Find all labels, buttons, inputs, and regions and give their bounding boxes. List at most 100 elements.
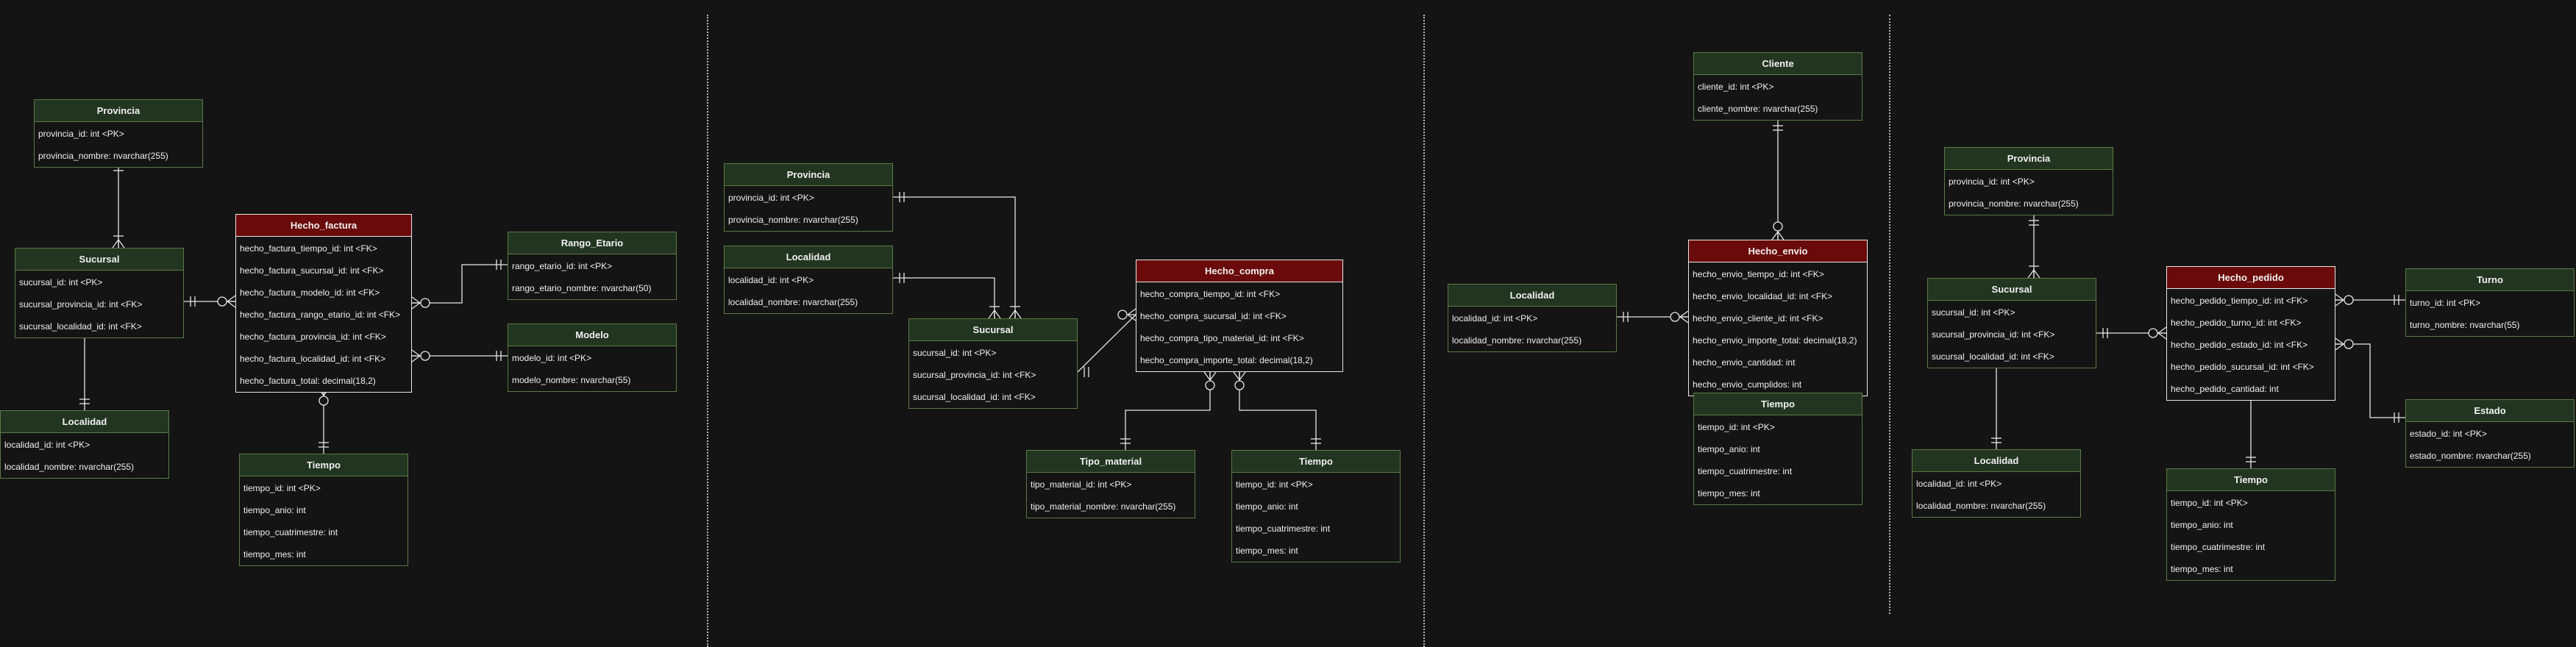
crows-foot-marker — [1771, 231, 1779, 240]
entity-field: estado_nombre: nvarchar(255) — [2410, 451, 2531, 461]
crows-foot-marker — [2335, 343, 2344, 351]
entity-field: turno_nombre: nvarchar(55) — [2410, 320, 2520, 330]
crows-foot-marker — [1127, 308, 1136, 315]
entity-hecho-factura[interactable]: Hecho_factura hecho_factura_tiempo_id: i… — [235, 214, 412, 393]
entity-field: hecho_compra_importe_total: decimal(18,2… — [1140, 355, 1313, 365]
entity-tiempo[interactable]: Tiempo tiempo_id: int <PK> tiempo_anio: … — [1231, 450, 1401, 562]
crows-foot-marker — [227, 295, 236, 302]
crows-foot-marker — [2335, 337, 2344, 345]
entity-title: Cliente — [1694, 53, 1862, 75]
entity-field: rango_etario_nombre: nvarchar(50) — [512, 283, 652, 293]
entity-provincia[interactable]: Provincia provincia_id: int <PK> provinc… — [1944, 147, 2113, 215]
entity-title: Sucursal — [909, 319, 1077, 341]
entity-sucursal[interactable]: Sucursal sucursal_id: int <PK> sucursal_… — [908, 318, 1078, 409]
optional-zero-marker — [217, 296, 227, 307]
entity-field: sucursal_localidad_id: int <FK> — [19, 321, 142, 332]
crows-foot-marker — [2157, 326, 2167, 334]
crows-foot-marker — [1014, 310, 1022, 319]
entity-field: hecho_envio_cumplidos: int — [1693, 379, 1802, 390]
crows-foot-marker — [1203, 371, 1211, 381]
entity-title: Hecho_compra — [1136, 260, 1342, 282]
entity-sucursal[interactable]: Sucursal sucursal_id: int <PK> sucursal_… — [1927, 278, 2096, 368]
entity-tiempo[interactable]: Tiempo tiempo_id: int <PK> tiempo_anio: … — [239, 454, 408, 566]
crows-foot-marker — [2335, 293, 2344, 301]
entity-field: hecho_factura_localidad_id: int <FK> — [240, 354, 386, 364]
entity-field: sucursal_provincia_id: int <FK> — [913, 370, 1036, 380]
entity-provincia[interactable]: Provincia provincia_id: int <PK> provinc… — [724, 163, 893, 232]
entity-hecho-compra[interactable]: Hecho_compra hecho_compra_tiempo_id: int… — [1136, 260, 1343, 372]
entity-title: Hecho_envio — [1689, 240, 1867, 262]
entity-field: hecho_factura_total: decimal(18,2) — [240, 376, 376, 386]
crows-foot-marker — [2033, 269, 2040, 279]
entity-field: tiempo_cuatrimestre: int — [243, 527, 338, 537]
entity-title: Tiempo — [240, 454, 408, 476]
entity-title: Hecho_pedido — [2167, 267, 2335, 289]
entity-field: tiempo_mes: int — [2171, 564, 2233, 574]
entity-localidad[interactable]: Localidad localidad_id: int <PK> localid… — [724, 246, 893, 314]
entity-field: turno_id: int <PK> — [2410, 298, 2481, 308]
entity-title: Modelo — [508, 324, 676, 346]
entity-field: hecho_pedido_turno_id: int <FK> — [2171, 318, 2302, 328]
entity-hecho-envio[interactable]: Hecho_envio hecho_envio_tiempo_id: int <… — [1688, 240, 1868, 396]
entity-tipo-material[interactable]: Tipo_material tipo_material_id: int <PK>… — [1026, 450, 1195, 518]
entity-field: localidad_nombre: nvarchar(255) — [1452, 335, 1582, 346]
crows-foot-marker — [1008, 310, 1016, 319]
entity-sucursal[interactable]: Sucursal sucursal_id: int <PK> sucursal_… — [15, 248, 184, 338]
relationship-line — [412, 264, 508, 304]
entity-field: hecho_envio_importe_total: decimal(18,2) — [1693, 335, 1857, 346]
entity-field: sucursal_provincia_id: int <FK> — [1932, 329, 2055, 340]
entity-localidad[interactable]: Localidad localidad_id: int <PK> localid… — [0, 410, 169, 479]
entity-title: Rango_Etario — [508, 232, 676, 254]
entity-title: Sucursal — [15, 249, 183, 271]
crows-foot-marker — [1233, 371, 1240, 381]
entity-tiempo[interactable]: Tiempo tiempo_id: int <PK> tiempo_anio: … — [2166, 468, 2335, 581]
entity-field: hecho_compra_tipo_material_id: int <FK> — [1140, 333, 1304, 343]
optional-zero-marker — [1773, 221, 1783, 232]
entity-field: sucursal_id: int <PK> — [19, 277, 103, 287]
entity-title: Turno — [2406, 269, 2574, 291]
entity-field: localidad_nombre: nvarchar(255) — [4, 462, 135, 472]
entity-field: hecho_pedido_sucursal_id: int <FK> — [2171, 362, 2314, 372]
entity-turno[interactable]: Turno turno_id: int <PK> turno_nombre: n… — [2405, 268, 2575, 337]
entity-localidad[interactable]: Localidad localidad_id: int <PK> localid… — [1448, 284, 1617, 352]
entity-title: Hecho_factura — [236, 215, 411, 237]
entity-field: hecho_factura_tiempo_id: int <FK> — [240, 243, 377, 254]
entity-rango-etario[interactable]: Rango_Etario rango_etario_id: int <PK> r… — [508, 232, 677, 300]
crows-foot-marker — [112, 239, 119, 249]
relationship-line — [1239, 372, 1317, 450]
entity-provincia[interactable]: Provincia provincia_id: int <PK> provinc… — [34, 99, 203, 168]
entity-cliente[interactable]: Cliente cliente_id: int <PK> cliente_nom… — [1693, 52, 1862, 121]
entity-hecho-pedido[interactable]: Hecho_pedido hecho_pedido_tiempo_id: int… — [2166, 266, 2335, 401]
crows-foot-marker — [411, 302, 421, 310]
entity-field: tiempo_anio: int — [243, 505, 306, 515]
relationship-line — [893, 277, 995, 318]
entity-field: tiempo_id: int <PK> — [2171, 498, 2248, 508]
entity-estado[interactable]: Estado estado_id: int <PK> estado_nombre… — [2405, 399, 2575, 468]
entity-field: provincia_nombre: nvarchar(255) — [728, 215, 858, 225]
entity-title: Tiempo — [2167, 469, 2335, 491]
entity-field: hecho_compra_tiempo_id: int <FK> — [1140, 289, 1281, 299]
optional-zero-marker — [1205, 380, 1215, 390]
entity-field: tipo_material_nombre: nvarchar(255) — [1031, 501, 1176, 512]
entity-localidad[interactable]: Localidad localidad_id: int <PK> localid… — [1912, 449, 2081, 518]
entity-title: Provincia — [1945, 148, 2113, 170]
entity-title: Tipo_material — [1027, 451, 1195, 473]
optional-zero-marker — [319, 396, 329, 406]
entity-modelo[interactable]: Modelo modelo_id: int <PK> modelo_nombre… — [508, 324, 677, 392]
entity-field: tiempo_mes: int — [1698, 488, 1760, 498]
entity-field: tiempo_cuatrimestre: int — [1698, 466, 1793, 476]
entity-tiempo[interactable]: Tiempo tiempo_id: int <PK> tiempo_anio: … — [1693, 393, 1862, 505]
entity-title: Tiempo — [1694, 393, 1862, 415]
relationship-line — [1125, 372, 1211, 450]
entity-field: provincia_nombre: nvarchar(255) — [1949, 199, 2079, 209]
entity-field: tipo_material_id: int <PK> — [1031, 479, 1132, 490]
crows-foot-marker — [1209, 371, 1217, 381]
relationship-line — [893, 196, 1016, 318]
entity-field: hecho_envio_cliente_id: int <FK> — [1693, 313, 1824, 324]
entity-field: hecho_pedido_estado_id: int <FK> — [2171, 340, 2308, 350]
entity-title: Tiempo — [1232, 451, 1400, 473]
entity-title: Localidad — [1913, 450, 2080, 472]
entity-field: localidad_id: int <PK> — [1452, 313, 1538, 324]
crows-foot-marker — [1777, 231, 1785, 240]
crows-foot-marker — [1239, 371, 1246, 381]
